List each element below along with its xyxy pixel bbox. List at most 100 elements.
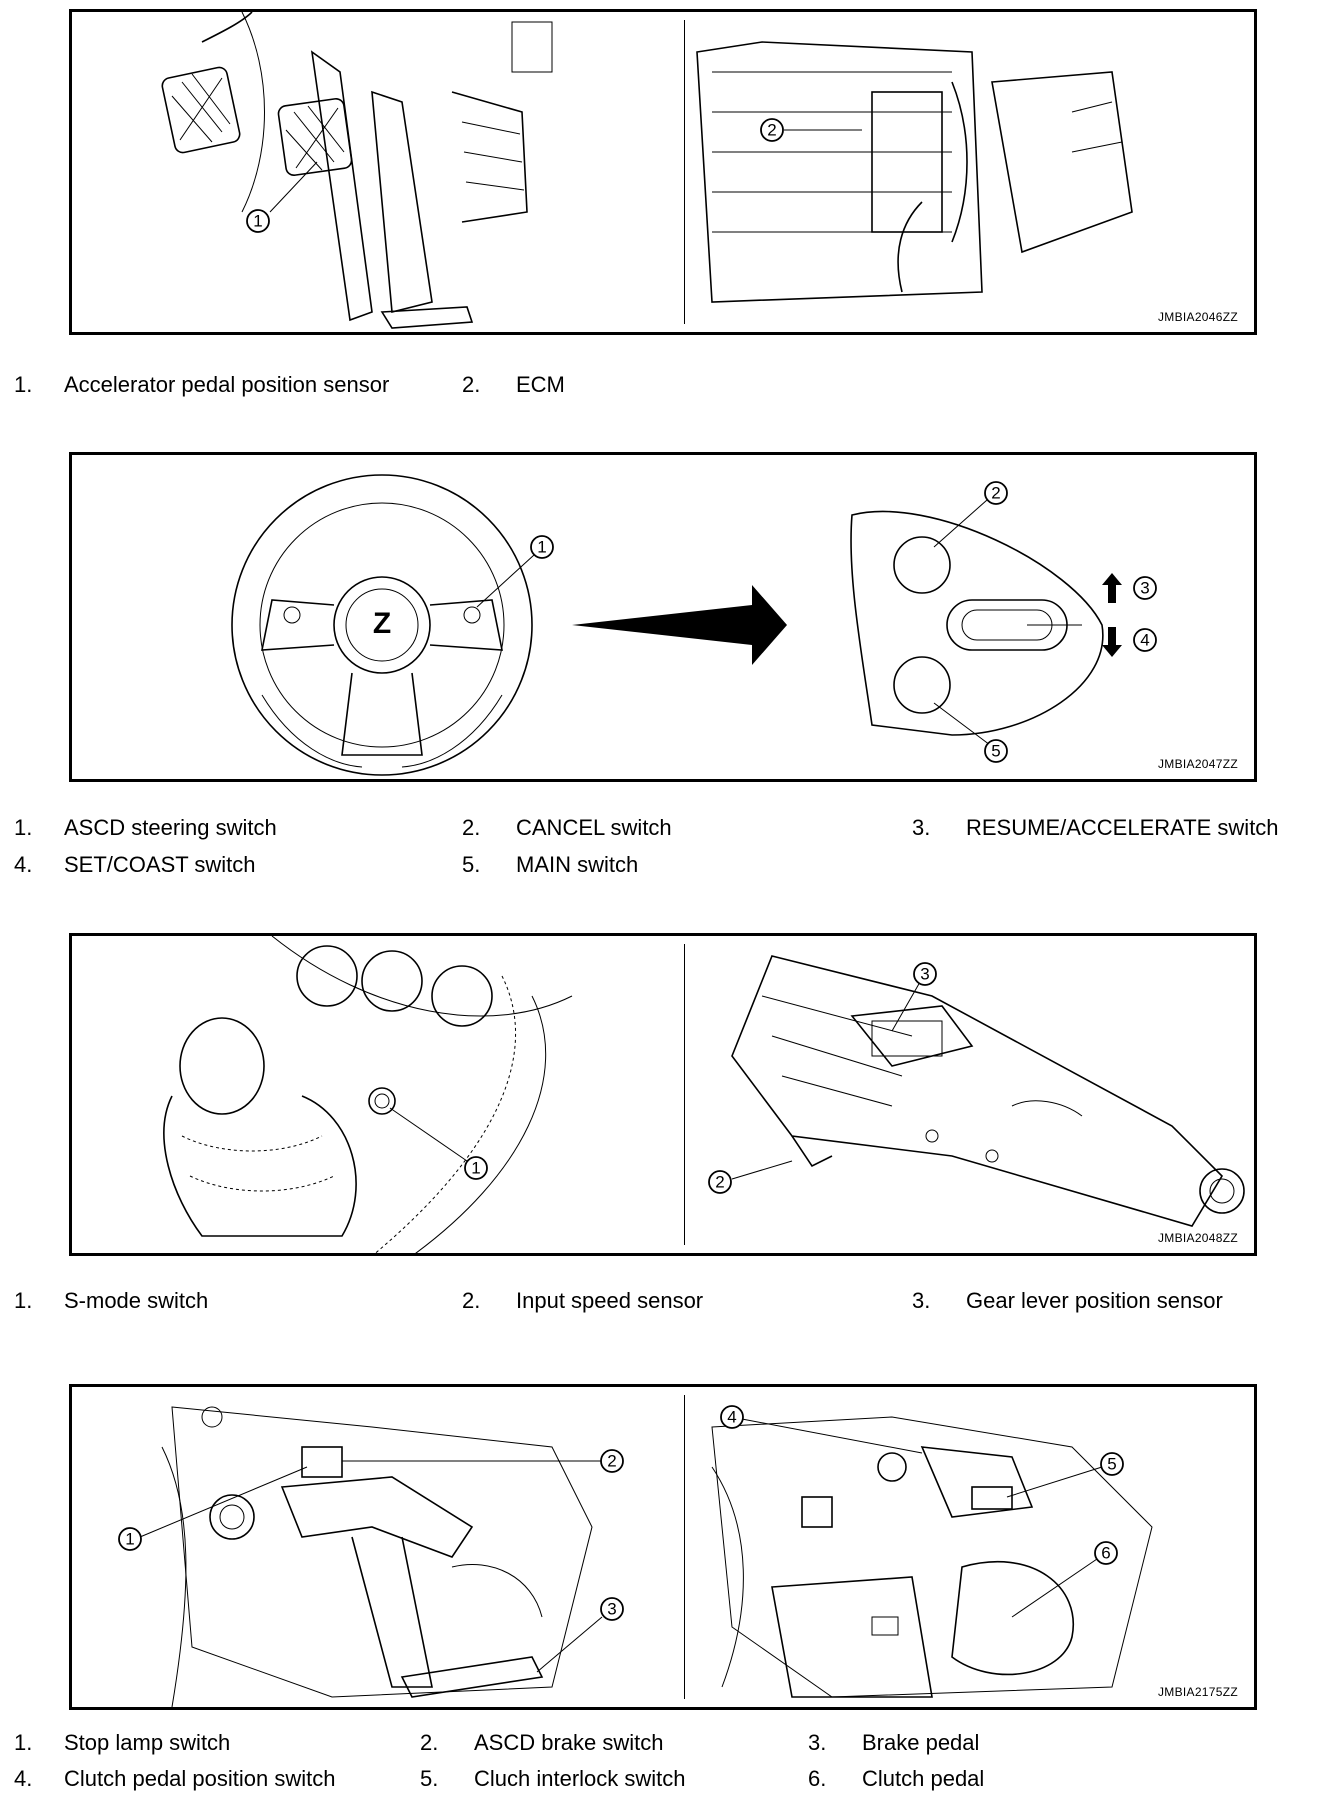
legend-num: 5. (420, 1766, 439, 1791)
svg-text:3: 3 (920, 965, 929, 984)
figure-code: JMBIA2047ZZ (1158, 757, 1238, 771)
callout-2: 2 (984, 481, 1008, 505)
panel-divider (684, 20, 685, 324)
callout-1: 1 (530, 535, 554, 559)
steering-wheel-drawing: Z (231, 474, 533, 776)
legend-num: 3. (808, 1730, 827, 1755)
legend-num: 1. (14, 1730, 33, 1755)
accelerator-pedal-drawing (241, 12, 553, 329)
legend-num: 2. (462, 1288, 481, 1313)
legend-label: Accelerator pedal position sensor (64, 372, 390, 397)
callout-3: 3 (1133, 576, 1157, 600)
legend-num: 5. (462, 852, 481, 877)
callout-1-leader (389, 1107, 468, 1162)
panel-divider (684, 1395, 685, 1699)
callout-1: 1 (464, 1156, 488, 1180)
figure-code: JMBIA2048ZZ (1158, 1231, 1238, 1245)
legend-label: Brake pedal (862, 1730, 980, 1755)
callout-2-leader (933, 499, 988, 548)
legend-label: Clutch pedal position switch (64, 1766, 336, 1791)
legend-label: MAIN switch (516, 852, 639, 877)
brake-assembly-drawing (161, 1406, 593, 1707)
legend-label: Gear lever position sensor (966, 1288, 1223, 1313)
legend-num: 1. (14, 815, 33, 840)
legend-num: 1. (14, 372, 33, 397)
legend-label: Cluch interlock switch (474, 1766, 686, 1791)
svg-text:1: 1 (125, 1530, 134, 1549)
svg-text:3: 3 (1140, 579, 1149, 598)
callout-2: 2 (760, 118, 784, 142)
callout-5-leader (933, 702, 991, 746)
svg-text:2: 2 (767, 121, 776, 140)
switch-pad-drawing (850, 510, 1122, 736)
svg-text:4: 4 (727, 1408, 736, 1427)
legend-num: 2. (420, 1730, 439, 1755)
legend-label: S-mode switch (64, 1288, 209, 1313)
callout-6: 6 (1094, 1541, 1118, 1565)
legend-label: ECM (516, 372, 565, 397)
legend-num: 4. (14, 852, 33, 877)
direction-arrow (572, 585, 787, 665)
figure-code: JMBIA2046ZZ (1158, 310, 1238, 324)
callout-5: 5 (1100, 1452, 1124, 1476)
legend-label: ASCD steering switch (64, 815, 277, 840)
callout-4: 4 (1133, 628, 1157, 652)
legend-label: RESUME/ACCELERATE switch (966, 815, 1279, 840)
legend-num: 2. (462, 372, 481, 397)
callout-1: 1 (246, 209, 270, 233)
svg-text:2: 2 (991, 484, 1000, 503)
panel-divider (684, 944, 685, 1245)
callout-2: 2 (600, 1449, 624, 1473)
legend-num: 3. (912, 815, 931, 840)
legend-label: ASCD brake switch (474, 1730, 664, 1755)
callout-1-leader (476, 554, 535, 608)
figure-1-illustration: 1 2 (161, 12, 1133, 329)
callout-3-leader (536, 1616, 603, 1673)
svg-text:1: 1 (537, 538, 546, 557)
legend-label: Input speed sensor (516, 1288, 704, 1313)
callout-5-leader (1006, 1466, 1103, 1498)
callout-2-leader (731, 1160, 793, 1180)
callout-2: 2 (708, 1170, 732, 1194)
figure-code: JMBIA2175ZZ (1158, 1685, 1238, 1699)
shift-console-drawing (163, 936, 573, 1253)
callout-1-leader (139, 1466, 308, 1538)
legend-label: Clutch pedal (862, 1766, 985, 1791)
clutch-assembly-drawing (711, 1416, 1153, 1698)
callout-6-leader (1011, 1558, 1098, 1618)
svg-text:3: 3 (607, 1600, 616, 1619)
svg-text:2: 2 (607, 1452, 616, 1471)
legend-num: 1. (14, 1288, 33, 1313)
svg-text:2: 2 (715, 1173, 724, 1192)
svg-text:1: 1 (253, 212, 262, 231)
callout-1-leader (269, 161, 318, 213)
callout-4: 4 (720, 1405, 744, 1429)
svg-text:Z: Z (373, 607, 391, 640)
legend-num: 6. (808, 1766, 827, 1791)
svg-text:5: 5 (991, 742, 1000, 761)
callout-3: 3 (913, 962, 937, 986)
svg-text:5: 5 (1107, 1455, 1116, 1474)
figure-asc-steering-switch: Z 1 2 3 (69, 452, 1257, 782)
callout-3: 3 (600, 1597, 624, 1621)
figure-3-illustration: 1 3 2 (163, 936, 1245, 1253)
figure-accelerator-ecm: 1 2 JMBIA2046ZZ (69, 9, 1257, 335)
ecm-area-drawing (696, 41, 1133, 303)
legend-num: 3. (912, 1288, 931, 1313)
svg-text:1: 1 (471, 1159, 480, 1178)
legend-label: SET/COAST switch (64, 852, 256, 877)
figure-brake-clutch-switches: 2 1 3 4 5 6 JMBIA21 (69, 1384, 1257, 1710)
brake-pedal-drawing (161, 12, 253, 154)
figure-2-illustration: Z 1 2 3 (231, 474, 1157, 776)
svg-text:4: 4 (1140, 631, 1149, 650)
svg-text:6: 6 (1101, 1544, 1110, 1563)
figure-smode-speed-gear: 1 3 2 JMBIA2048ZZ (69, 933, 1257, 1256)
legend-label: Stop lamp switch (64, 1730, 231, 1755)
callout-1: 1 (118, 1527, 142, 1551)
callout-5: 5 (984, 739, 1008, 763)
legend-num: 2. (462, 815, 481, 840)
callout-3-leader (891, 981, 921, 1032)
legend-label: CANCEL switch (516, 815, 672, 840)
transmission-drawing (731, 955, 1245, 1227)
figure-4-illustration: 2 1 3 4 5 6 (118, 1405, 1153, 1707)
